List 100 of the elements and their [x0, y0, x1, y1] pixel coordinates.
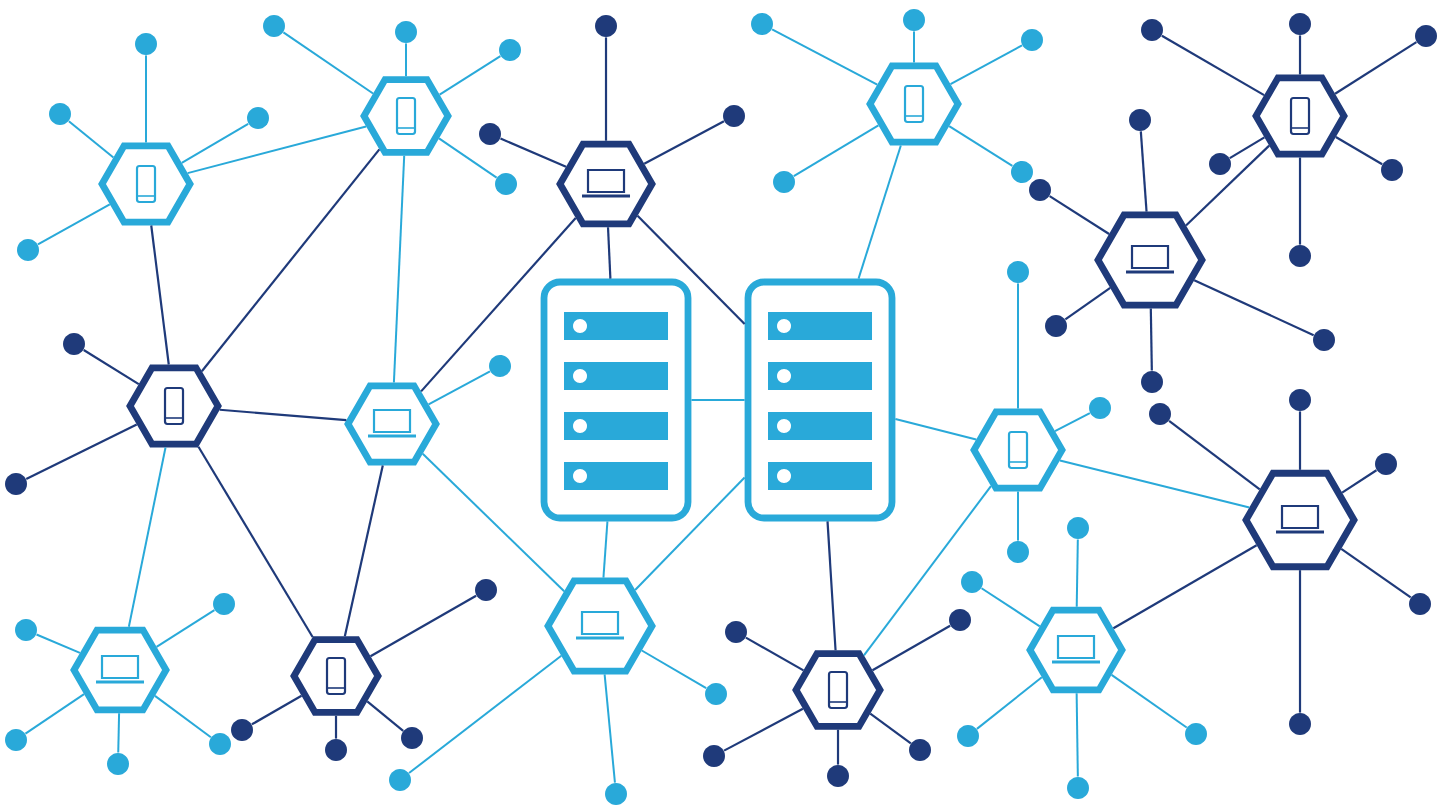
- device-hexagon: [1252, 74, 1348, 158]
- connector-line: [334, 715, 338, 739]
- connector-line: [67, 120, 115, 159]
- network-dot: [395, 21, 417, 43]
- device-hexagon: [556, 140, 656, 228]
- network-dot: [5, 729, 27, 751]
- connector-line: [862, 485, 992, 657]
- connector-line: [186, 125, 368, 175]
- connector-line: [1334, 41, 1417, 95]
- connector-line: [948, 125, 1014, 167]
- network-dot: [723, 105, 745, 127]
- connector-line: [975, 676, 1043, 730]
- network-dot: [489, 355, 511, 377]
- connector-line: [420, 217, 577, 393]
- network-dot: [1289, 389, 1311, 411]
- connector-line: [1017, 490, 1019, 542]
- network-dot: [1007, 261, 1029, 283]
- network-dot: [15, 619, 37, 641]
- network-dot: [1129, 109, 1151, 131]
- network-dot: [1067, 517, 1089, 539]
- network-dot: [1141, 371, 1163, 393]
- network-dot: [605, 783, 627, 805]
- network-dot: [1313, 329, 1335, 351]
- network-dot: [499, 39, 521, 61]
- network-dot: [49, 103, 71, 125]
- connector-line: [154, 694, 212, 739]
- device-hexagon: [1242, 469, 1358, 571]
- network-dot: [1067, 777, 1089, 799]
- connector-line: [690, 399, 746, 401]
- network-dot: [1209, 153, 1231, 175]
- connector-line: [180, 122, 250, 164]
- network-dot: [1409, 593, 1431, 615]
- connector-line: [1049, 195, 1110, 235]
- network-dot: [495, 173, 517, 195]
- network-dot: [1007, 541, 1029, 563]
- connector-line: [438, 55, 502, 96]
- connector-line: [421, 452, 566, 593]
- connector-line: [602, 520, 609, 579]
- connector-line: [83, 349, 140, 386]
- connector-line: [408, 654, 563, 775]
- network-dot: [1045, 315, 1067, 337]
- connector-line: [836, 729, 840, 765]
- connector-line: [857, 144, 902, 280]
- connector-line: [913, 30, 915, 64]
- connector-line: [25, 423, 138, 480]
- network-dot: [751, 13, 773, 35]
- network-dot: [247, 107, 269, 129]
- connector-line: [643, 120, 725, 165]
- network-dot: [1375, 453, 1397, 475]
- connector-line: [1017, 282, 1019, 410]
- network-dot: [1185, 723, 1207, 745]
- network-dot: [1289, 713, 1311, 735]
- connector-line: [771, 28, 879, 86]
- connector-line: [145, 54, 147, 144]
- connector-line: [369, 594, 477, 658]
- connector-line: [1075, 692, 1079, 778]
- device-hexagon: [970, 408, 1066, 492]
- network-dot: [263, 15, 285, 37]
- network-dot: [401, 727, 423, 749]
- network-dot: [703, 745, 725, 767]
- connector-line: [127, 446, 167, 628]
- connector-line: [1340, 548, 1412, 599]
- device-hexagon: [1026, 606, 1126, 694]
- connector-line: [636, 215, 746, 325]
- network-dot: [949, 609, 971, 631]
- network-dot: [5, 473, 27, 495]
- connector-line: [1298, 35, 1302, 75]
- network-dot: [17, 239, 39, 261]
- connector-line: [745, 636, 804, 672]
- connector-line: [35, 633, 81, 654]
- network-dot: [903, 9, 925, 31]
- connector-line: [117, 712, 121, 754]
- connector-line: [1298, 157, 1302, 245]
- device-hexagon: [126, 364, 222, 448]
- network-dot: [325, 739, 347, 761]
- network-dot: [909, 739, 931, 761]
- connector-line: [282, 31, 375, 95]
- network-dot: [1289, 245, 1311, 267]
- network-dot: [389, 769, 411, 791]
- connector-line: [1193, 279, 1315, 337]
- connector-line: [343, 465, 384, 637]
- device-hexagon: [544, 577, 656, 675]
- network-dot: [1011, 161, 1033, 183]
- connector-line: [1298, 411, 1302, 470]
- network-dot: [1029, 179, 1051, 201]
- network-dot: [705, 683, 727, 705]
- connector-line: [723, 707, 804, 752]
- connector-line: [603, 673, 616, 784]
- connector-line: [36, 203, 111, 246]
- connector-line: [1298, 570, 1302, 713]
- connector-line: [1168, 420, 1261, 491]
- network-dot: [1149, 403, 1171, 425]
- network-dot: [595, 15, 617, 37]
- network-dot: [1141, 19, 1163, 41]
- network-dot: [1415, 25, 1437, 47]
- connector-line: [197, 446, 314, 638]
- device-hexagon: [866, 62, 962, 146]
- network-dot: [1289, 13, 1311, 35]
- connector-line: [1054, 412, 1091, 433]
- connector-line: [640, 649, 708, 690]
